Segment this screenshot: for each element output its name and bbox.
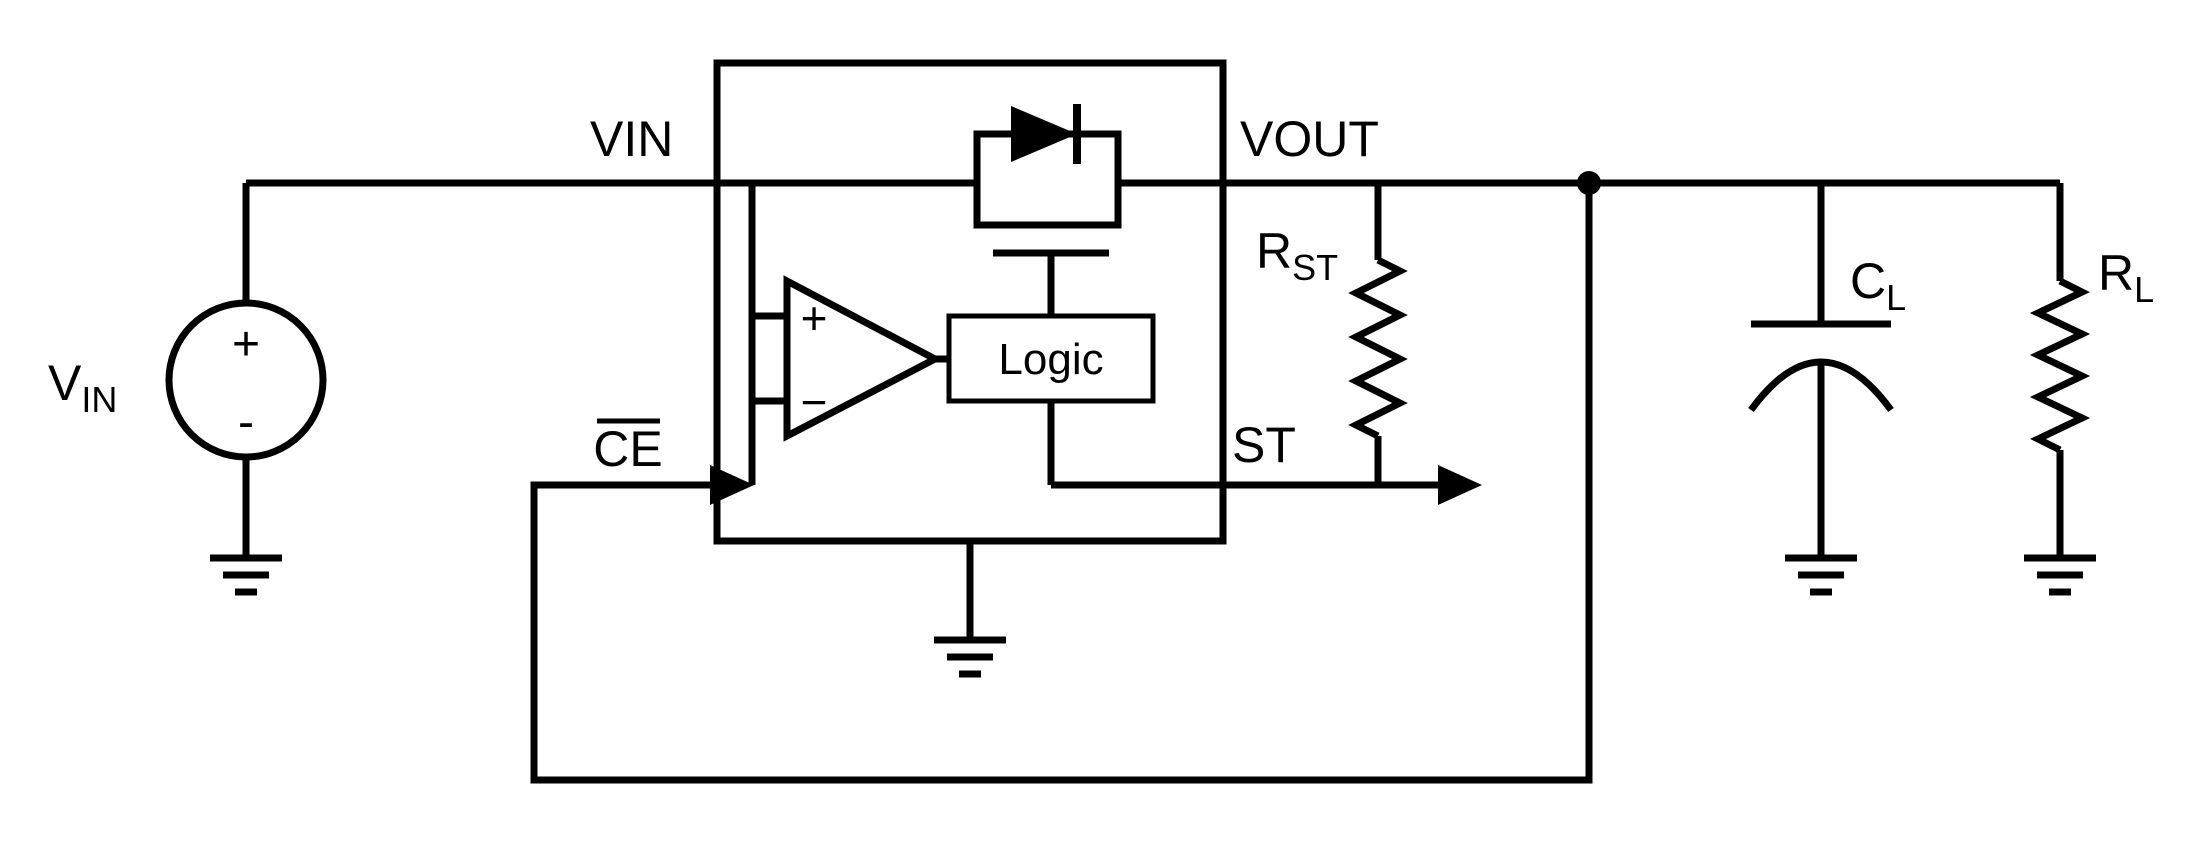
output-capacitor bbox=[1748, 183, 1894, 596]
source-label: VIN bbox=[48, 355, 117, 420]
logic-box bbox=[946, 313, 1156, 404]
logic-label: Logic bbox=[998, 335, 1103, 384]
cl-label-base: C bbox=[1850, 253, 1886, 309]
comparator bbox=[748, 183, 949, 485]
rst-zigzag bbox=[1348, 256, 1408, 440]
rst-label-base: R bbox=[1256, 223, 1292, 279]
comparator-plus-label: + bbox=[801, 292, 828, 344]
ce-arrowhead-icon bbox=[710, 465, 754, 505]
load-resistor bbox=[2024, 183, 2096, 596]
st-pin-label: ST bbox=[1232, 417, 1296, 473]
rst-label: RST bbox=[1256, 223, 1338, 288]
source-label-sub: IN bbox=[81, 379, 117, 420]
st-output: ST bbox=[1051, 417, 1482, 505]
ic-ground bbox=[934, 541, 1006, 678]
ce-pin-label: CE bbox=[593, 421, 662, 477]
vout-pin-label: VOUT bbox=[1240, 111, 1379, 167]
rl-label: RL bbox=[2098, 245, 2154, 310]
fet-channel bbox=[973, 183, 1122, 229]
diode-triangle-icon bbox=[1011, 106, 1077, 162]
source-polarity-plus: + bbox=[232, 318, 260, 371]
logic-block: Logic bbox=[946, 313, 1156, 485]
voltage-source bbox=[165, 183, 327, 596]
source-label-base: V bbox=[48, 355, 82, 411]
cl-label-sub: L bbox=[1886, 277, 1906, 318]
source-polarity-minus: - bbox=[238, 396, 254, 449]
vin-pin-label: VIN bbox=[590, 111, 673, 167]
rl-label-sub: L bbox=[2134, 269, 2154, 310]
resistor-rst bbox=[1348, 183, 1408, 485]
ce-feedback: CE bbox=[530, 183, 1593, 784]
st-arrowhead-icon bbox=[1438, 465, 1482, 505]
pass-transistor bbox=[973, 183, 1122, 316]
rst-label-sub: ST bbox=[1292, 247, 1338, 288]
wire-ce-feedback bbox=[530, 183, 1593, 784]
comparator-triangle bbox=[783, 275, 943, 442]
comparator-minus-label: − bbox=[801, 376, 828, 428]
rl-zigzag bbox=[2029, 277, 2091, 454]
body-diode bbox=[973, 104, 1122, 183]
rl-label-base: R bbox=[2098, 245, 2134, 301]
cl-label: CL bbox=[1850, 253, 1906, 318]
